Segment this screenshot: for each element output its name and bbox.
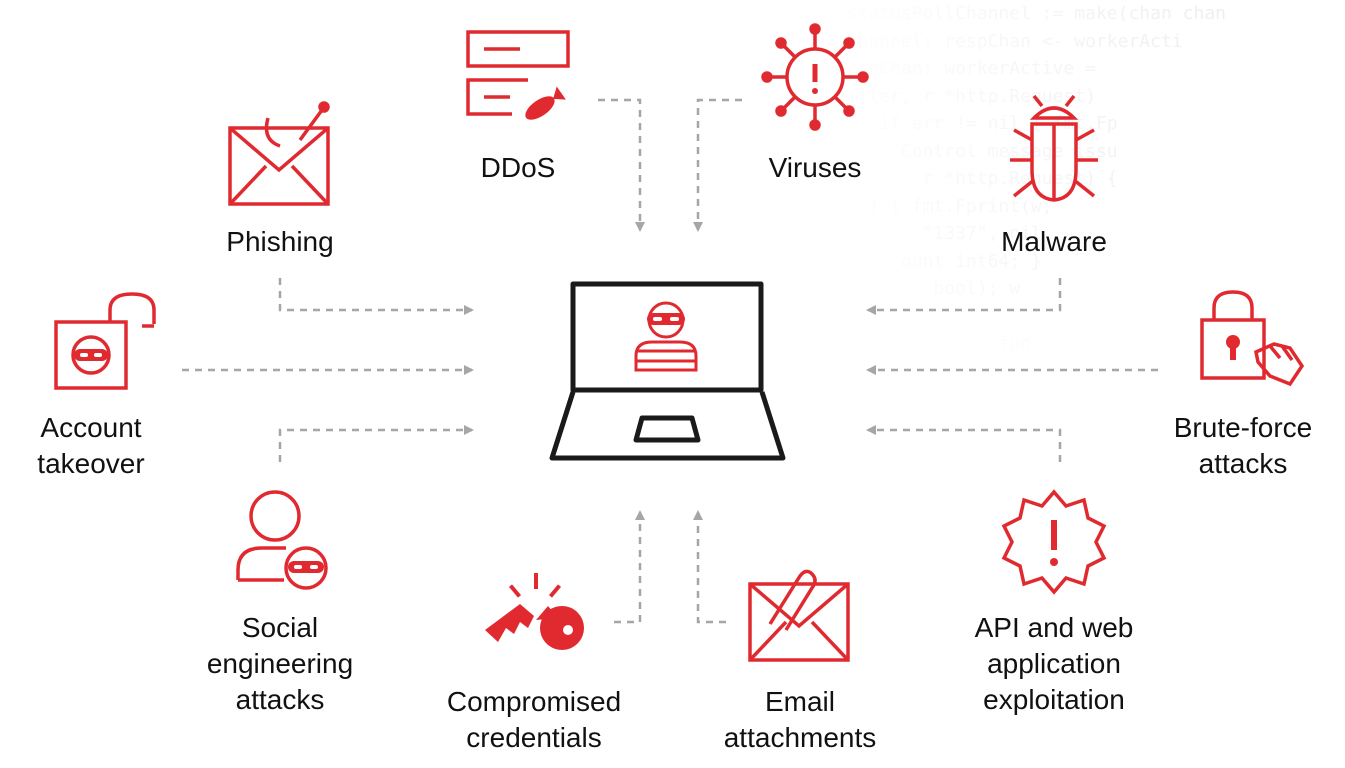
hacker-icon	[634, 301, 698, 372]
compromised-credentials-icon	[485, 573, 584, 650]
arrow-viruses	[693, 98, 742, 232]
arrow-phishing	[278, 278, 474, 315]
label-malware: Malware	[1001, 226, 1107, 257]
label-ddos: DDoS	[480, 152, 556, 183]
ddos-icon	[466, 30, 570, 120]
arrows	[182, 98, 1158, 624]
malware-icon	[1010, 94, 1098, 202]
virus-icon	[761, 23, 869, 131]
arrow-ddos	[598, 98, 645, 232]
brute-force-icon	[1200, 290, 1305, 387]
email-attachments-icon	[748, 569, 850, 662]
arrow-social-engineering	[278, 425, 474, 462]
account-takeover-icon	[54, 292, 156, 390]
label-viruses: Viruses	[768, 152, 862, 183]
arrow-api-exploitation	[866, 425, 1062, 462]
label-phishing: Phishing	[226, 226, 334, 257]
api-exploitation-icon	[1001, 489, 1107, 595]
social-engineering-icon	[236, 490, 328, 590]
arrow-malware	[866, 278, 1062, 315]
arrow-compromised-credentials	[614, 510, 645, 624]
arrow-email-attachments	[693, 510, 726, 624]
laptop-icon	[549, 281, 786, 461]
phishing-icon	[228, 101, 330, 206]
